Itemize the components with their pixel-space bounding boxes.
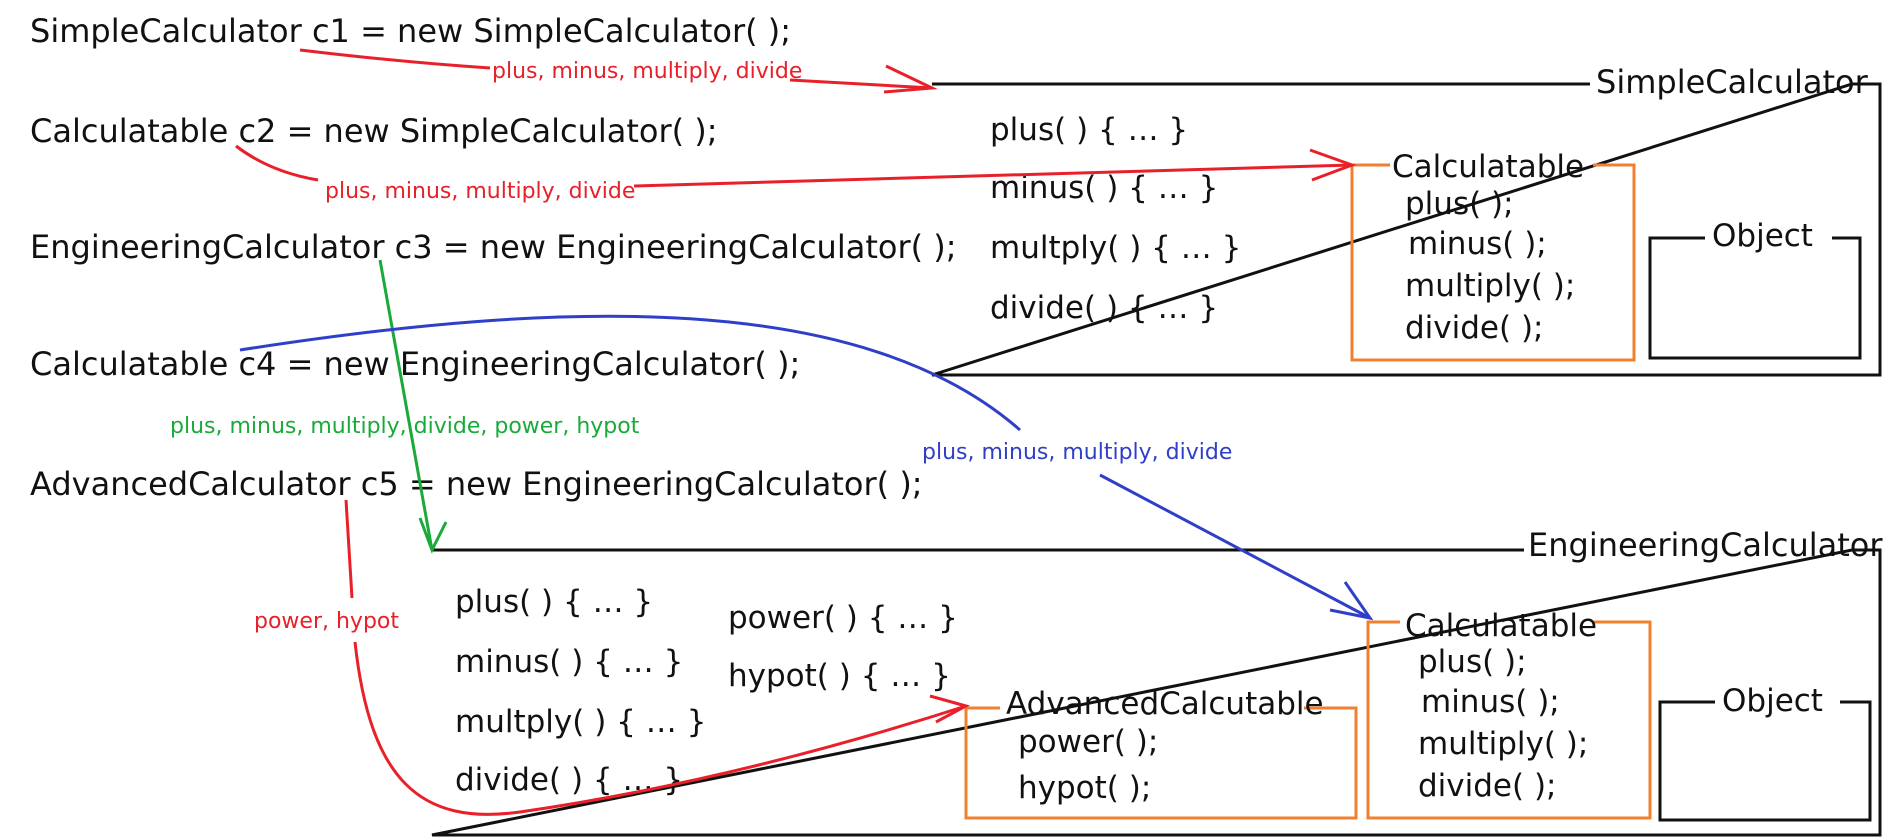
- simple-method-minus: minus( ) { … }: [990, 170, 1218, 206]
- adv-iface-hypot: hypot( );: [1018, 770, 1151, 806]
- arrow-c4: plus, minus, multiply, divide: [239, 314, 1374, 621]
- eng-iface-plus: plus( );: [1418, 644, 1527, 680]
- advanced-calculatable-title: AdvancedCalcutable: [1006, 686, 1324, 722]
- simple-iface-plus: plus( );: [1405, 186, 1514, 222]
- arrow-c1: plus, minus, multiply, divide: [299, 48, 938, 94]
- advanced-calculatable-interface: AdvancedCalcutable power( ); hypot( );: [964, 686, 1358, 820]
- simple-calculatable-interface: Calculatable plus( ); minus( ); multiply…: [1350, 149, 1636, 362]
- arrow-c1-label: plus, minus, multiply, divide: [492, 59, 802, 84]
- arrow-c5-label: power, hypot: [254, 609, 399, 634]
- engineering-calculator-box: EngineeringCalculator plus( ) { … } minu…: [431, 526, 1883, 837]
- eng-method-hypot: hypot( ) { … }: [728, 658, 951, 694]
- arrow-c4-label: plus, minus, multiply, divide: [922, 440, 1232, 465]
- engineering-calculator-title: EngineeringCalculator: [1528, 526, 1883, 564]
- simple-method-divide: divide( ) { … }: [990, 290, 1218, 326]
- statement-c5: AdvancedCalculator c5 = new EngineeringC…: [30, 465, 923, 503]
- simple-calculator-title: SimpleCalculator: [1596, 63, 1869, 101]
- eng-method-plus: plus( ) { … }: [455, 584, 653, 620]
- arrow-c2-label: plus, minus, multiply, divide: [325, 179, 635, 204]
- statement-c1: SimpleCalculator c1 = new SimpleCalculat…: [30, 12, 791, 50]
- simple-iface-multiply: multiply( );: [1405, 268, 1575, 304]
- eng-calculatable-title: Calculatable: [1405, 608, 1597, 644]
- eng-method-power: power( ) { … }: [728, 600, 958, 636]
- arrow-c5: power, hypot: [254, 499, 971, 816]
- statement-c2: Calculatable c2 = new SimpleCalculator( …: [30, 112, 718, 150]
- adv-iface-power: power( );: [1018, 724, 1158, 760]
- simple-iface-minus: minus( );: [1408, 226, 1547, 262]
- simple-iface-divide: divide( );: [1405, 310, 1544, 346]
- eng-object-box: Object: [1658, 683, 1872, 822]
- simple-calculator-box: SimpleCalculator plus( ) { … } minus( ) …: [931, 63, 1882, 377]
- eng-method-multply: multply( ) { … }: [455, 704, 706, 740]
- arrow-c2: plus, minus, multiply, divide: [235, 144, 1357, 204]
- eng-method-divide: divide( ) { … }: [455, 762, 683, 798]
- eng-iface-divide: divide( );: [1418, 768, 1557, 804]
- eng-method-minus: minus( ) { … }: [455, 644, 683, 680]
- eng-calculatable-interface: Calculatable plus( ); minus( ); multiply…: [1366, 608, 1652, 820]
- statement-c4: Calculatable c4 = new EngineeringCalcula…: [30, 345, 800, 383]
- simple-object-title: Object: [1712, 218, 1813, 254]
- eng-object-title: Object: [1722, 683, 1823, 719]
- eng-iface-multiply: multiply( );: [1418, 726, 1588, 762]
- eng-iface-minus: minus( );: [1421, 684, 1560, 720]
- arrow-c3-label: plus, minus, multiply, divide, power, hy…: [170, 414, 640, 439]
- simple-method-plus: plus( ) { … }: [990, 112, 1188, 148]
- simple-calculatable-title: Calculatable: [1392, 149, 1584, 185]
- statement-c3: EngineeringCalculator c3 = new Engineeri…: [30, 228, 957, 266]
- simple-method-multply: multply( ) { … }: [990, 230, 1241, 266]
- simple-object-box: Object: [1648, 218, 1862, 360]
- arrow-c3: plus, minus, multiply, divide, power, hy…: [170, 259, 640, 554]
